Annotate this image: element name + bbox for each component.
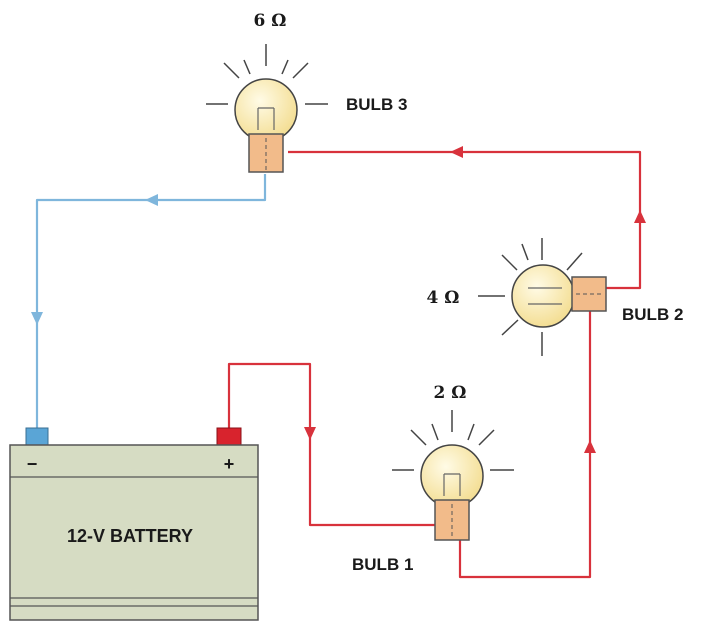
light-bulb-icon: [478, 238, 607, 356]
light-bulb-icon: [206, 44, 328, 173]
bulb-3-resistance: 6 Ω: [254, 11, 287, 31]
wire-battery-to-bulb1: [227, 362, 440, 527]
current-direction-arrow-icon: [584, 440, 596, 453]
battery-positive-symbol: +: [224, 454, 235, 474]
negative-return-wire: [35, 174, 267, 430]
current-direction-arrow-icon: [634, 210, 646, 223]
bulb-3-label: BULB 3: [346, 95, 407, 114]
battery-negative-symbol: −: [27, 454, 38, 474]
current-direction-arrow-icon: [450, 146, 463, 158]
bulb-1-label: BULB 1: [352, 555, 413, 574]
current-direction-arrow-icon: [304, 427, 316, 440]
bulb-2-resistance: 4 Ω: [427, 288, 460, 308]
positive-terminal: [216, 427, 242, 446]
current-direction-arrow-icon: [31, 312, 43, 325]
light-bulb-icon: [392, 410, 514, 541]
negative-terminal: [25, 427, 49, 446]
battery-label: 12-V BATTERY: [67, 526, 193, 546]
battery: − + 12-V BATTERY: [9, 427, 259, 621]
bulb-2-label: BULB 2: [622, 305, 683, 324]
current-arrows: [31, 146, 646, 453]
bulb-1-resistance: 2 Ω: [434, 383, 467, 403]
wire-bulb2-to-bulb3: [288, 150, 642, 290]
current-direction-arrow-icon: [145, 194, 158, 206]
